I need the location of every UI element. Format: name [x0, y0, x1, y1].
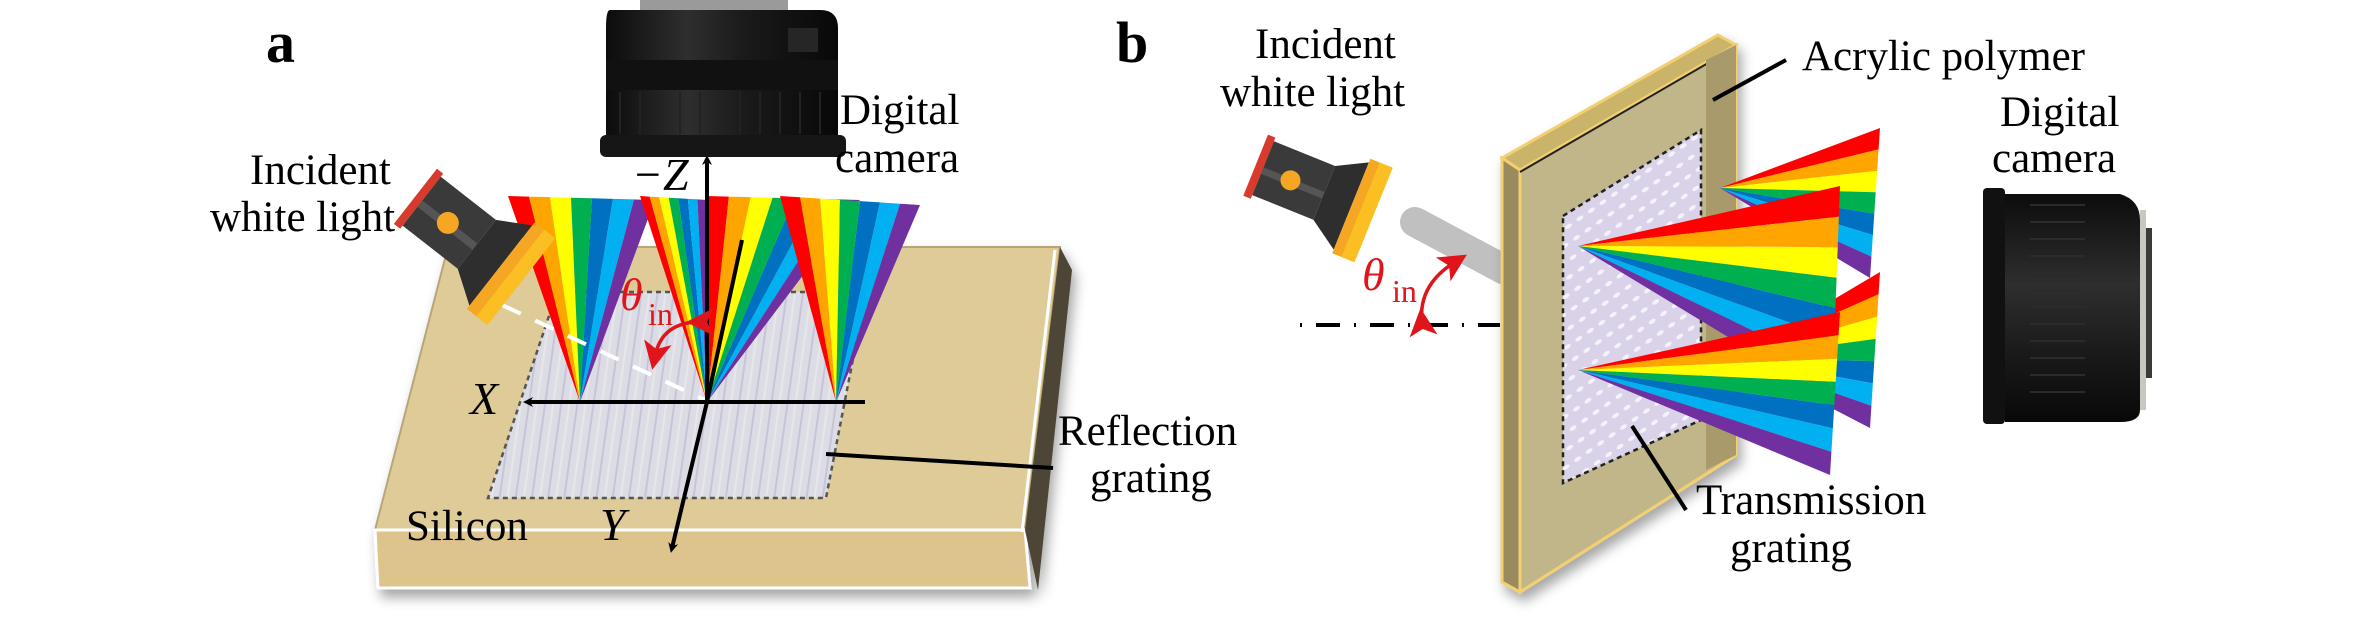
incident-light-label-b-line2: white light: [1220, 69, 1405, 116]
theta-subscript-a: in: [648, 296, 673, 332]
panel-a-label: a: [266, 10, 295, 75]
z-axis-label: −Z: [632, 149, 689, 200]
spectrum-band: [580, 198, 613, 402]
spectrum-band: [1578, 358, 1838, 382]
flashlight-icon: [1243, 134, 1393, 263]
spectrum-band: [1578, 246, 1836, 339]
transmission-grating-label-line2: grating: [1730, 525, 1852, 572]
spectrum-band: [659, 197, 707, 402]
incidence-angle-b: θ in: [1362, 249, 1467, 338]
incident-beam-a: [469, 288, 706, 402]
spectrum-band: [1735, 294, 1879, 358]
reflection-grating-leader: [825, 452, 1054, 470]
digital-camera-icon: [1983, 188, 2152, 424]
y-axis-label: Y: [600, 499, 630, 550]
camera-label-b-line1: Digital: [2000, 89, 2119, 136]
panel-a: a −Z X Y θ in: [210, 0, 1237, 590]
camera-label-a-line1: Digital: [840, 87, 959, 134]
diffraction-fan: [780, 196, 920, 402]
spectrum-band: [1578, 335, 1839, 370]
spectrum-band: [707, 198, 817, 402]
spectrum-band: [580, 198, 634, 402]
spectrum-band: [550, 197, 580, 402]
spectrum-band: [836, 202, 900, 402]
spectrum-band: [707, 197, 773, 402]
panel-b: b θ in: [1116, 10, 2152, 595]
spectrum-band: [800, 197, 836, 402]
transmission-grating-label-line1: Transmission: [1696, 477, 1926, 524]
theta-subscript-b: in: [1392, 273, 1417, 309]
incident-beam-b: [1400, 207, 1520, 285]
spectrum-band: [1578, 186, 1840, 246]
incident-light-label-b-line1: Incident: [1255, 21, 1396, 68]
spectrum-band: [1720, 128, 1880, 188]
spectrum-band: [1578, 370, 1836, 406]
spectrum-band: [529, 196, 580, 402]
incidence-angle-a: θ in: [620, 269, 715, 370]
spectrum-band: [649, 196, 707, 402]
spectrum-band: [836, 199, 860, 402]
transmission-grating-leader: [1630, 424, 1688, 512]
spectrum-band: [836, 201, 880, 402]
spectrum-band: [1578, 370, 1835, 429]
reflection-grating-label-line2: grating: [1090, 455, 1212, 502]
coordinate-axes: −Z X Y: [468, 149, 865, 553]
camera-label-a-line2: camera: [835, 135, 959, 182]
spectrum-band: [820, 198, 840, 402]
spectrum-band: [1578, 312, 1840, 370]
acrylic-polymer-leader: [1712, 58, 1787, 102]
y-axis: [668, 401, 709, 553]
reflection-grating-label-line1: Reflection: [1058, 408, 1237, 455]
incident-light-label-a-line1: Incident: [250, 147, 391, 194]
spectrum-band: [678, 198, 707, 402]
theta-symbol-a: θ: [620, 269, 643, 320]
spectrum-band: [1720, 149, 1879, 188]
spectrum-band: [707, 197, 795, 402]
spectrum-band: [580, 199, 655, 402]
silicon-label: Silicon: [406, 503, 528, 550]
spectrum-band: [571, 197, 592, 402]
spectrum-band: [780, 196, 836, 402]
camera-label-b-line2: camera: [1992, 135, 2116, 182]
digital-camera-icon: [600, 0, 846, 157]
spectrum-band: [1578, 246, 1838, 278]
panel-b-label: b: [1116, 10, 1148, 75]
spectrum-band: [1578, 370, 1833, 452]
spectrum-band: [836, 203, 920, 402]
spectrum-band: [1578, 216, 1839, 248]
spectrum-band: [1578, 370, 1832, 475]
incident-light-label-a-line2: white light: [210, 194, 395, 241]
theta-symbol-b: θ: [1362, 249, 1385, 300]
spectrum-band: [1578, 246, 1837, 309]
flashlight-icon: [393, 168, 556, 325]
x-axis-label: X: [468, 373, 500, 424]
diffraction-fans-b: [1578, 128, 1880, 475]
spectrum-band: [1735, 316, 1878, 358]
diffraction-fan: [1578, 312, 1840, 475]
acrylic-polymer-label: Acrylic polymer: [1802, 33, 2085, 80]
